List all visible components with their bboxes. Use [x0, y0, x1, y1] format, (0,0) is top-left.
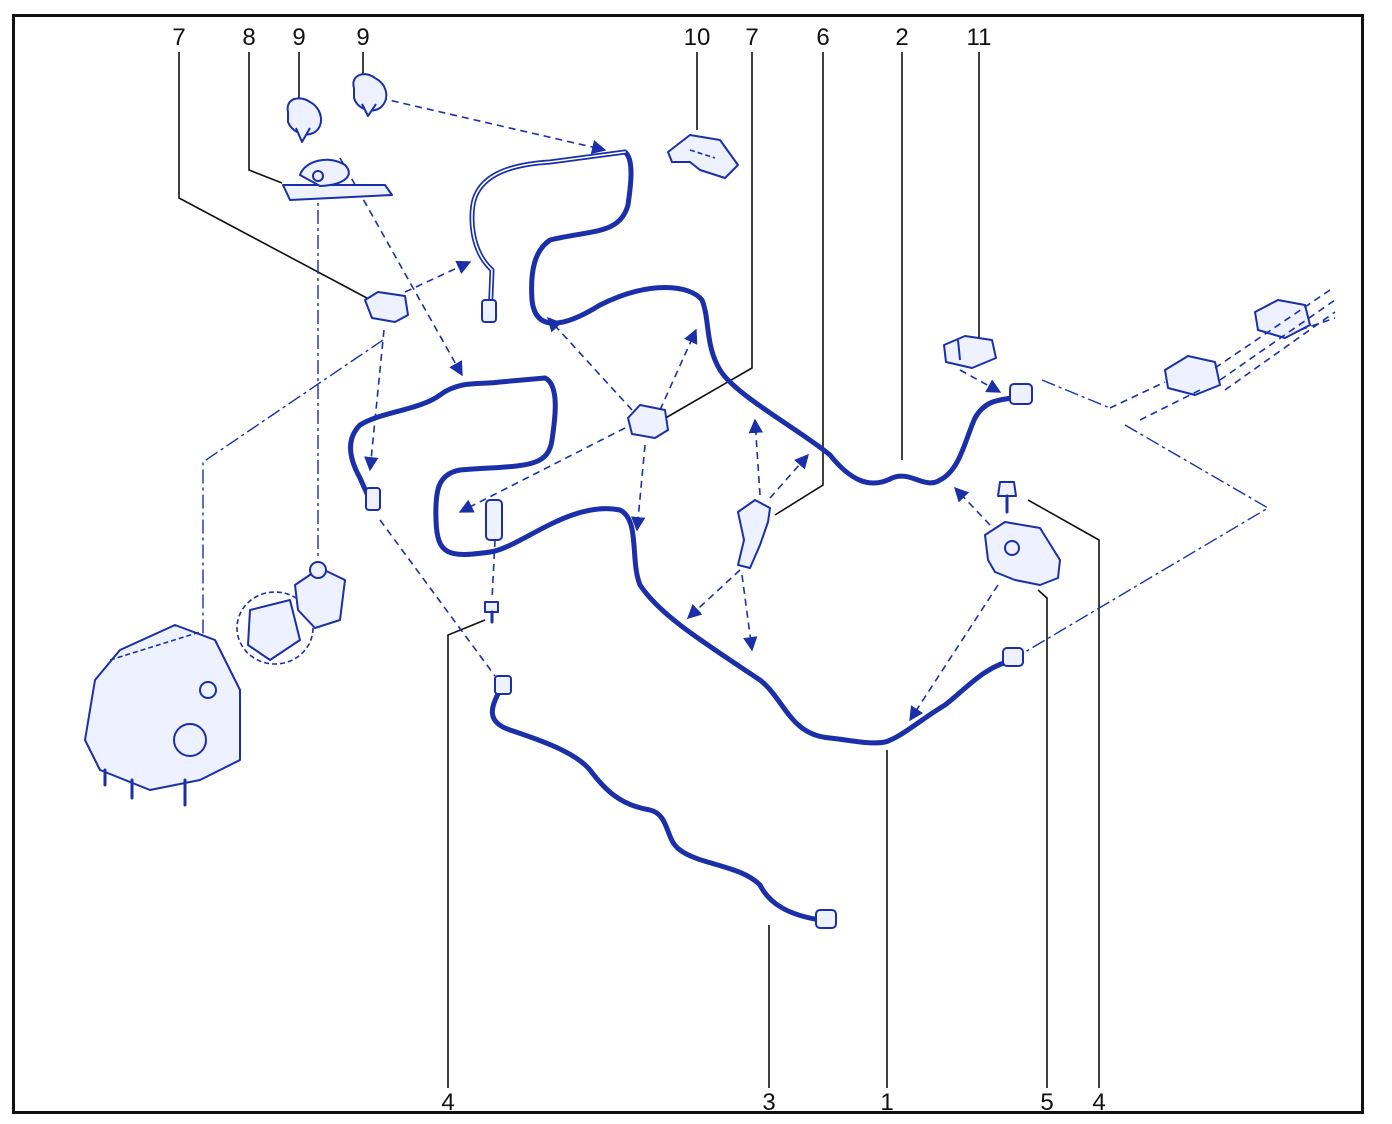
callout-3: 3: [762, 1089, 775, 1116]
callouts-bottom: 4 3 1 5 4: [441, 1089, 1105, 1116]
pump-sensor: [236, 561, 346, 665]
pipe-3: [489, 682, 823, 923]
clip-7-left: [364, 291, 409, 323]
bolt-4-left: [484, 601, 499, 624]
pipe-1: [348, 375, 1018, 746]
assembly-arrows: [339, 97, 1002, 722]
connector-11: [943, 335, 997, 369]
reference-lines: [202, 185, 1270, 690]
clip-10: [667, 134, 739, 179]
callout-5: 5: [1040, 1089, 1053, 1116]
bracket-8: [282, 158, 393, 201]
callout-9-a: 9: [292, 24, 305, 51]
pipe-lower: [489, 682, 823, 923]
bracket-6: [737, 499, 771, 569]
callout-1: 1: [880, 1089, 893, 1116]
callout-8: 8: [242, 24, 255, 51]
pipe-middle-loop: [348, 375, 1018, 746]
callout-7-right: 7: [745, 24, 758, 51]
clip-7-right: [627, 404, 669, 439]
pipe-upper-loop: [469, 149, 1015, 486]
callout-4-left: 4: [441, 1089, 454, 1116]
leader-4-right: [1027, 499, 1100, 1088]
bracket-5: [984, 521, 1061, 586]
leader-6: [774, 52, 824, 516]
callout-2: 2: [895, 24, 908, 51]
callout-10: 10: [684, 24, 711, 51]
leader-4-left: [447, 619, 486, 1088]
leader-8: [248, 52, 283, 184]
callout-11: 11: [967, 24, 992, 51]
callouts-top: 7 8 9 9 10 7 6 2 11: [172, 24, 991, 51]
leader-7-right: [661, 52, 753, 421]
callout-7-left: 7: [172, 24, 185, 51]
callout-6: 6: [816, 24, 829, 51]
leader-5: [1037, 589, 1048, 1088]
pipe-fittings: [365, 299, 1033, 929]
leader-7-left: [178, 52, 381, 306]
diagram-frame: [12, 14, 1364, 1114]
leader-lines: [178, 52, 1100, 1088]
callout-9-b: 9: [356, 24, 369, 51]
injector-rail: [1109, 289, 1336, 421]
callout-4-right: 4: [1092, 1089, 1105, 1116]
clip-9-b: [352, 73, 388, 117]
bolt-4-right: [997, 481, 1017, 514]
pump-assembly: [84, 624, 241, 807]
clip-9-a: [286, 97, 322, 143]
